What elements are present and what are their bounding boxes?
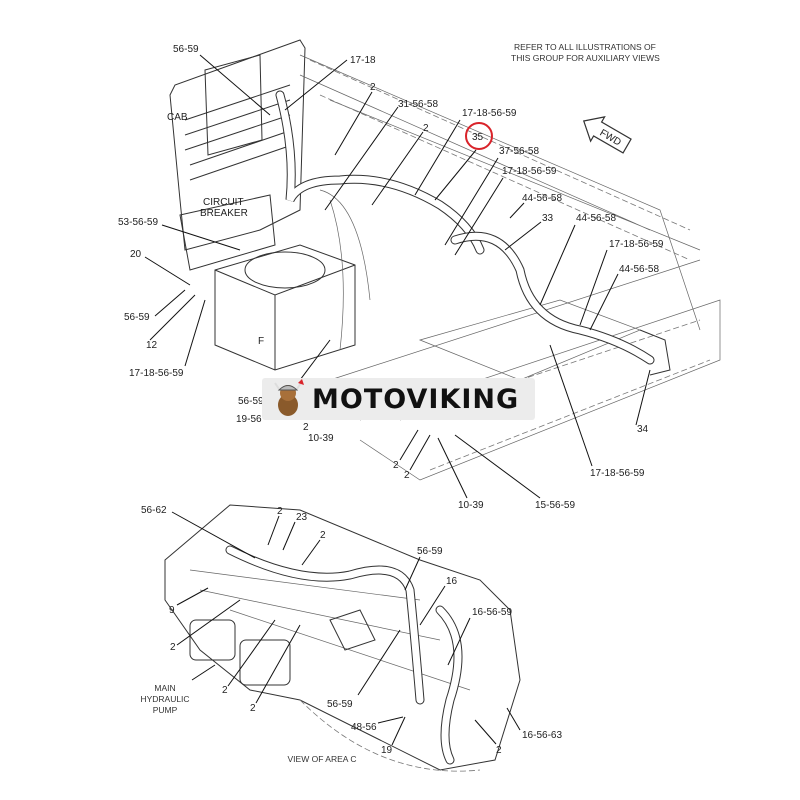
callout: 31-56-58 — [398, 99, 438, 110]
viking-mascot-icon — [268, 379, 308, 419]
cab-label: CAB — [167, 112, 188, 123]
callout: 16-56-59 — [472, 607, 512, 618]
area-f-label: F — [258, 336, 264, 347]
callout: 34 — [637, 424, 649, 435]
callout: 19 — [381, 745, 393, 756]
callout: 10-39 — [308, 433, 334, 444]
bottom-view-leaders — [171, 511, 521, 746]
circuit-breaker-label: BREAKER — [200, 208, 248, 219]
callout: 15-56-59 — [535, 500, 575, 511]
pump-label: PUMP — [153, 705, 178, 715]
callout: 16 — [446, 576, 458, 587]
highlight-circle — [465, 122, 493, 150]
callout: 2 — [404, 470, 410, 481]
callout: 16-56-63 — [522, 730, 562, 741]
callout: 44-56-58 — [619, 264, 659, 275]
pump-label: MAIN — [154, 683, 175, 693]
callout: 17-18-56-59 — [590, 468, 645, 479]
callout: 23 — [296, 512, 308, 523]
callout: 2 — [222, 685, 228, 696]
note-line-1: REFER TO ALL ILLUSTRATIONS OF — [514, 42, 656, 52]
callout: 56-59 — [238, 396, 264, 407]
callout: 56-59 — [327, 699, 353, 710]
callout: 2 — [170, 642, 176, 653]
callout: 17-18-56-59 — [609, 239, 664, 250]
callout: 44-56-58 — [522, 193, 562, 204]
callout: 37-56-58 — [499, 146, 539, 157]
callout: 12 — [146, 340, 158, 351]
circuit-breaker-label: CIRCUIT — [203, 197, 244, 208]
callout: 17-18-56-59 — [462, 108, 517, 119]
callout: 56-59 — [124, 312, 150, 323]
watermark-banner: MOTOVIKING — [262, 378, 535, 420]
callout: 17-18-56-59 — [129, 368, 184, 379]
bottom-view-outline — [164, 504, 521, 772]
callout: 2 — [250, 703, 256, 714]
bottom-view-labels: 56-62 2 23 2 56-59 16 16-56-59 9 2 MAIN … — [140, 505, 562, 764]
callout: 48-56 — [351, 722, 377, 733]
callout: 2 — [320, 530, 326, 541]
callout: 10-39 — [458, 500, 484, 511]
callout: 56-59 — [173, 44, 199, 55]
callout: 56-59 — [417, 546, 443, 557]
callout: 2 — [370, 82, 376, 93]
callout: 20 — [130, 249, 142, 260]
callout: 2 — [423, 123, 429, 134]
note-line-2: THIS GROUP FOR AUXILIARY VIEWS — [511, 53, 660, 63]
callout: 19-56 — [236, 414, 262, 425]
top-view-labels: 56-59 17-18 2 CAB 31-56-58 2 17-18-56-59… — [118, 44, 664, 511]
callout: 9 — [169, 605, 175, 616]
callout: 56-62 — [141, 505, 167, 516]
callout: 17-18-56-59 — [502, 166, 557, 177]
callout: 2 — [303, 422, 309, 433]
callout: 53-56-59 — [118, 217, 158, 228]
pump-label: HYDRAULIC — [140, 694, 189, 704]
fwd-arrow-icon: FWD — [582, 116, 632, 154]
callout: 2 — [277, 506, 283, 517]
callout: 17-18 — [350, 55, 376, 66]
callout: 44-56-58 — [576, 213, 616, 224]
callout-highlighted: 35 — [472, 132, 484, 143]
callout: 2 — [393, 460, 399, 471]
callout: 2 — [496, 745, 502, 756]
view-caption: VIEW OF AREA C — [288, 754, 357, 764]
watermark-text: MOTOVIKING — [312, 383, 520, 415]
callout: 33 — [542, 213, 554, 224]
top-view-leaders — [144, 54, 651, 499]
